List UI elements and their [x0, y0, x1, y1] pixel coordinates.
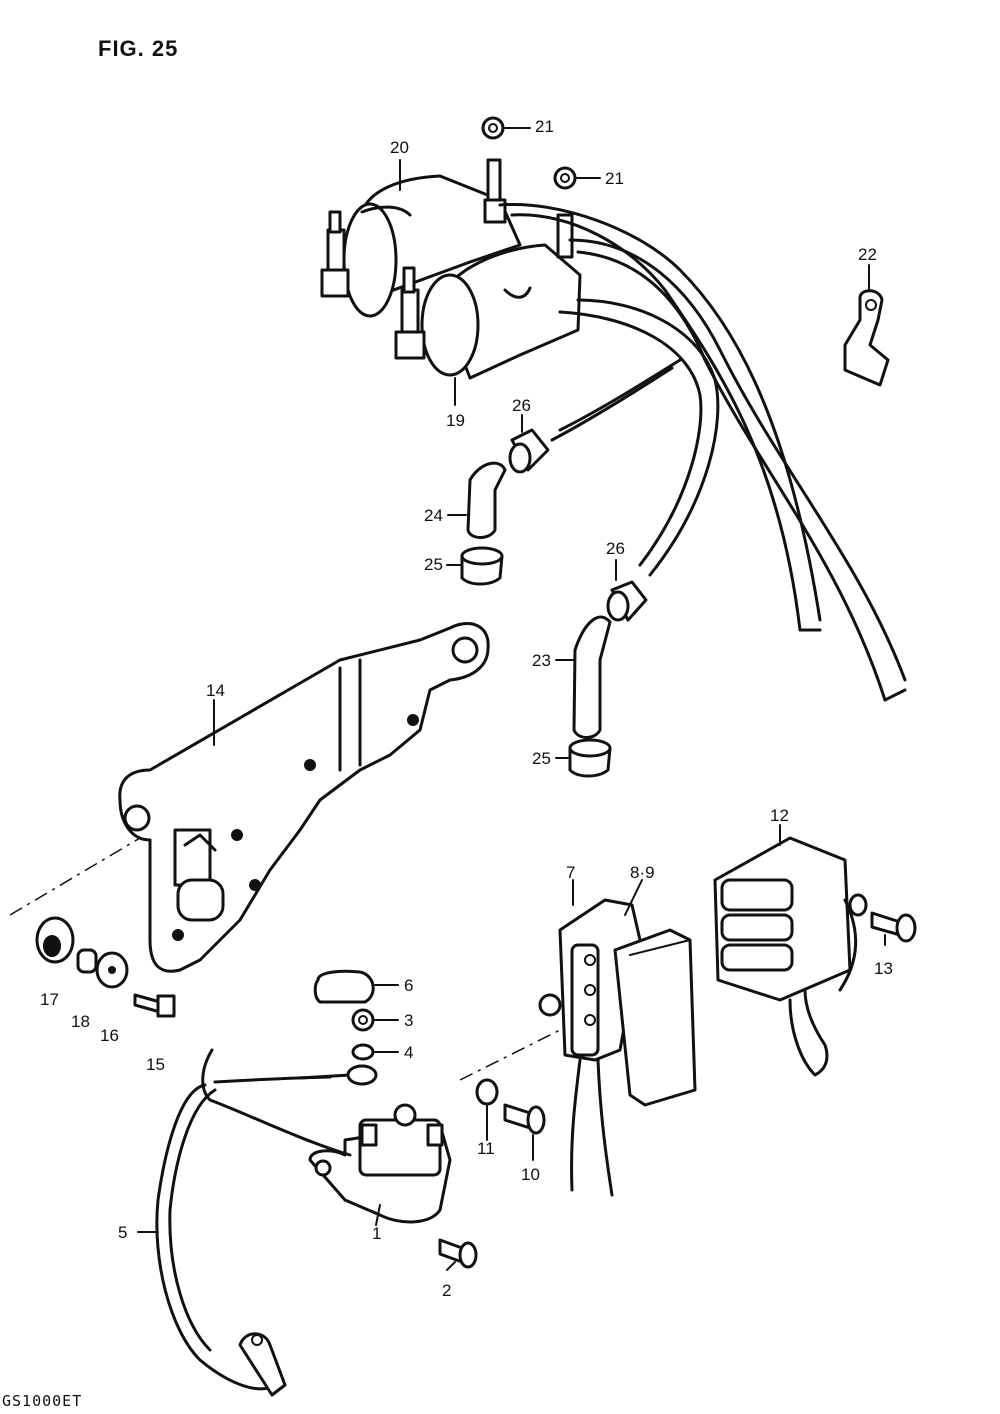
callout-26-upper: 26 — [512, 396, 531, 415]
callout-17: 17 — [40, 990, 59, 1009]
model-code: GS1000ET — [2, 1392, 83, 1410]
callout-2: 2 — [442, 1281, 452, 1300]
fuse-cover-8-9 — [613, 928, 697, 1107]
washer-4 — [351, 1043, 399, 1061]
starter-relay-1 — [308, 1103, 452, 1224]
assembly-line-bracket — [9, 837, 141, 916]
plug-cap-24 — [466, 461, 507, 539]
screw-10 — [503, 1103, 546, 1135]
fuse-box-7 — [538, 898, 642, 1197]
callout-21-lower: 21 — [605, 169, 624, 188]
callout-12: 12 — [770, 806, 789, 825]
collar-18 — [76, 948, 98, 974]
nut-3 — [351, 1008, 399, 1032]
nut-21-lower — [553, 166, 601, 190]
bracket-14 — [118, 622, 490, 973]
battery-lead-5 — [155, 1048, 378, 1397]
callout-1: 1 — [372, 1224, 382, 1243]
callout-13: 13 — [874, 959, 893, 978]
screw-2 — [438, 1238, 478, 1269]
bolt-15 — [133, 993, 176, 1018]
ignition-coil-19 — [394, 213, 582, 380]
callout-25-lower: 25 — [532, 749, 551, 768]
seal-25-upper — [460, 546, 504, 586]
seal-25-lower — [568, 738, 612, 778]
leader-lines — [137, 159, 886, 1271]
grommet-17 — [35, 916, 75, 964]
lead-cap-26-upper — [508, 428, 550, 474]
callout-14: 14 — [206, 681, 225, 700]
lead-cap-26-lower — [606, 580, 648, 622]
callout-8-9: 8·9 — [630, 863, 655, 882]
callout-22: 22 — [858, 245, 877, 264]
callout-18: 18 — [71, 1012, 90, 1031]
clamp-22 — [843, 289, 890, 387]
figure-title: FIG. 25 — [98, 36, 179, 61]
screw-13 — [870, 911, 917, 943]
callout-16: 16 — [100, 1026, 119, 1045]
callout-23: 23 — [532, 651, 551, 670]
callout-10: 10 — [521, 1165, 540, 1184]
callout-7: 7 — [566, 863, 576, 882]
callout-26-lower: 26 — [606, 539, 625, 558]
callout-5: 5 — [118, 1223, 128, 1242]
callout-20: 20 — [390, 138, 409, 157]
callout-6: 6 — [404, 976, 414, 995]
callout-24: 24 — [424, 506, 443, 525]
callout-3: 3 — [404, 1011, 414, 1030]
washer-16 — [95, 951, 129, 989]
callout-19: 19 — [446, 411, 465, 430]
callout-21-upper: 21 — [535, 117, 554, 136]
callout-11: 11 — [477, 1139, 495, 1158]
high-tension-leads — [498, 202, 907, 702]
callout-25-upper: 25 — [424, 555, 443, 574]
ignition-coil-20 — [320, 158, 522, 318]
washer-11 — [475, 1078, 499, 1106]
assembly-line-fuse — [459, 1019, 581, 1081]
callout-15: 15 — [146, 1055, 165, 1074]
regulator-rectifier-12 — [713, 836, 868, 1077]
plug-cap-23 — [572, 615, 612, 739]
nut-21-upper — [481, 116, 531, 140]
terminal-cover-6 — [313, 969, 399, 1004]
callout-4: 4 — [404, 1043, 414, 1062]
